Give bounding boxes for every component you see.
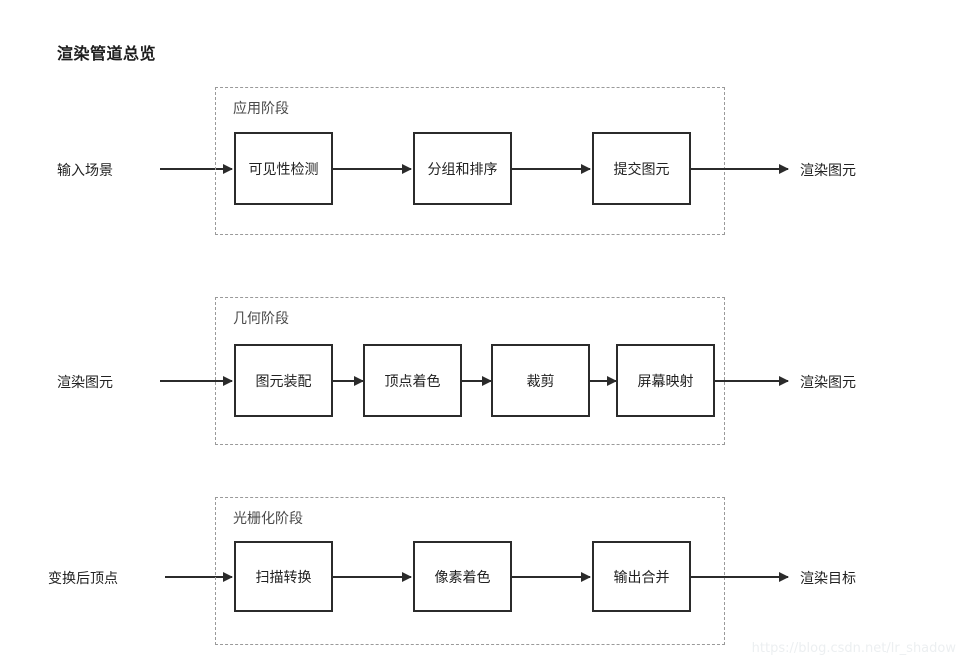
output-label-row-0: 渲染图元 (800, 163, 856, 179)
node-clipping[interactable]: 裁剪 (491, 344, 590, 417)
node-vertex-shading[interactable]: 顶点着色 (363, 344, 462, 417)
node-submit-primitives[interactable]: 提交图元 (592, 132, 691, 205)
arrow-row-1-1 (462, 380, 491, 382)
node-screen-mapping[interactable]: 屏幕映射 (616, 344, 715, 417)
watermark-text: https://blog.csdn.net/lr_shadow (751, 641, 956, 656)
arrow-row-2-1 (512, 576, 590, 578)
arrow-row-2-0 (333, 576, 411, 578)
stage-label-geometry: 几何阶段 (233, 311, 289, 327)
arrow-output-row-0 (691, 168, 788, 170)
node-visibility-culling[interactable]: 可见性检测 (234, 132, 333, 205)
node-group-and-sort[interactable]: 分组和排序 (413, 132, 512, 205)
arrow-input-row-1 (160, 380, 232, 382)
arrow-row-1-0 (333, 380, 363, 382)
page-title: 渲染管道总览 (57, 44, 157, 63)
arrow-row-0-0 (333, 168, 411, 170)
arrow-input-row-2 (165, 576, 232, 578)
stage-label-rasterization: 光栅化阶段 (233, 511, 303, 527)
stage-group-application: 应用阶段 (215, 87, 725, 235)
node-output-merger[interactable]: 输出合并 (592, 541, 691, 612)
input-label-row-0: 输入场景 (57, 163, 113, 179)
output-label-row-1: 渲染图元 (800, 375, 856, 391)
stage-group-rasterization: 光栅化阶段 (215, 497, 725, 645)
output-label-row-2: 渲染目标 (800, 571, 856, 587)
arrow-row-1-2 (590, 380, 616, 382)
input-label-row-1: 渲染图元 (57, 375, 113, 391)
arrow-output-row-2 (691, 576, 788, 578)
node-primitive-assembly[interactable]: 图元装配 (234, 344, 333, 417)
arrow-input-row-0 (160, 168, 232, 170)
stage-label-application: 应用阶段 (233, 101, 289, 117)
node-scan-conversion[interactable]: 扫描转换 (234, 541, 333, 612)
arrow-output-row-1 (715, 380, 788, 382)
stage-group-geometry: 几何阶段 (215, 297, 725, 445)
input-label-row-2: 变换后顶点 (48, 571, 118, 587)
node-pixel-shading[interactable]: 像素着色 (413, 541, 512, 612)
arrow-row-0-1 (512, 168, 590, 170)
